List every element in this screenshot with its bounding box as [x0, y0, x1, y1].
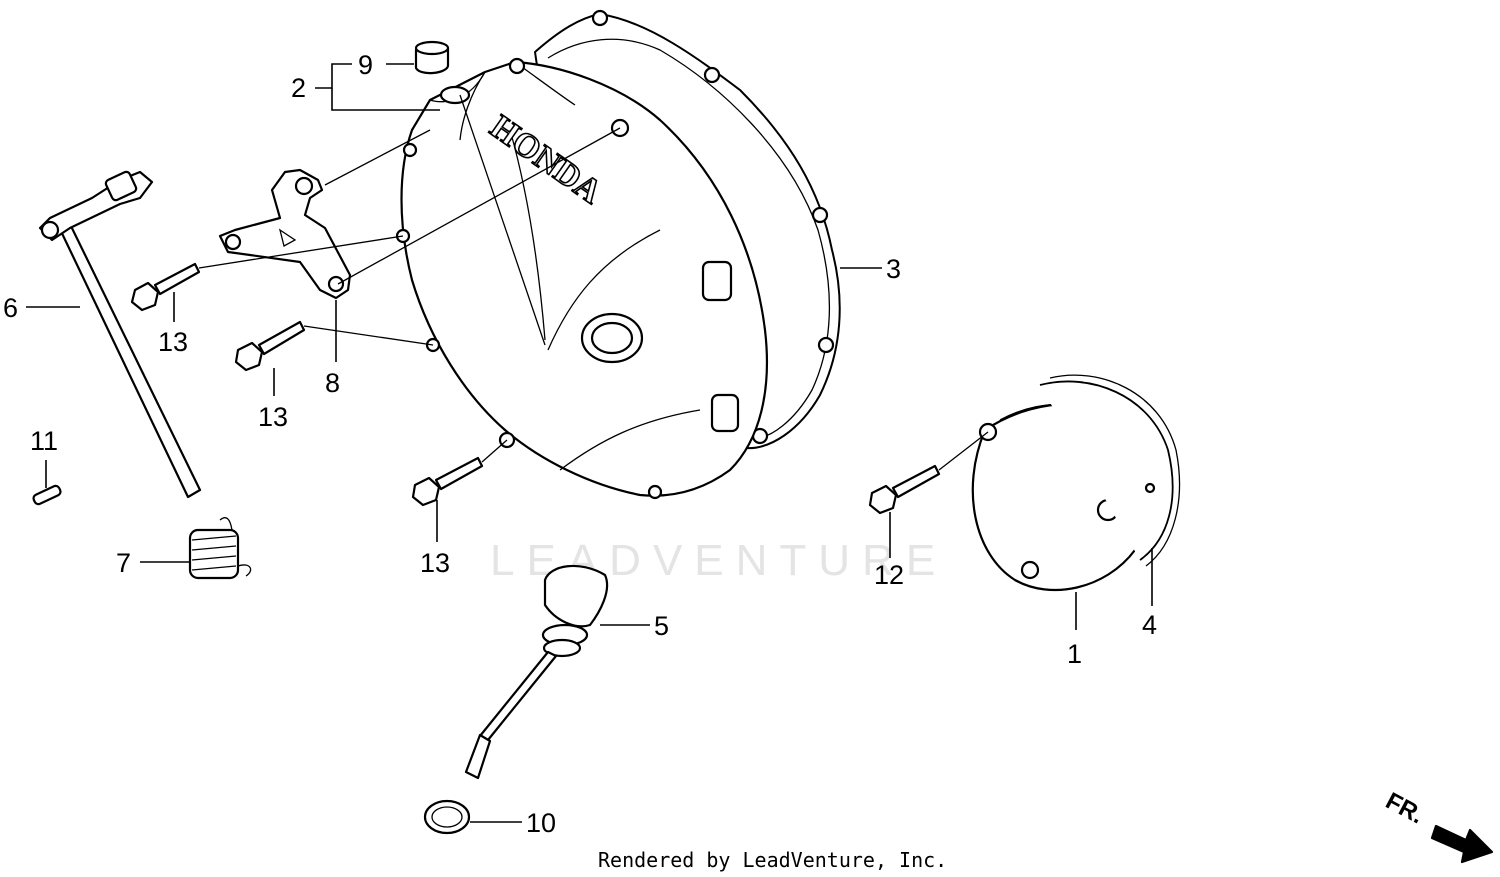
callout-4: 4 — [1142, 610, 1157, 640]
callout-12: 12 — [874, 560, 904, 590]
callout-10: 10 — [526, 808, 556, 838]
clutch-cover — [400, 60, 768, 497]
callout-13-c: 13 — [420, 548, 450, 578]
callout-3: 3 — [886, 254, 901, 284]
callout-7: 7 — [116, 548, 131, 578]
callout-13-b: 13 — [258, 402, 288, 432]
callout-8: 8 — [325, 368, 340, 398]
bolt-13-c — [411, 456, 484, 507]
callout-1: 1 — [1067, 639, 1082, 669]
arrow-icon — [1430, 824, 1494, 864]
callout-6: 6 — [3, 293, 18, 323]
callout-9: 9 — [358, 50, 373, 80]
oil-dipstick — [464, 564, 609, 780]
rendered-by-footer: Rendered by LeadVenture, Inc. — [598, 848, 947, 872]
return-spring — [188, 517, 252, 580]
pin — [32, 484, 62, 506]
bolt-12 — [868, 464, 941, 515]
callout-13-a: 13 — [158, 327, 188, 357]
callout-11: 11 — [30, 426, 58, 456]
shift-shaft — [56, 218, 202, 499]
cap-gasket — [1039, 374, 1181, 567]
bolt-13-a — [130, 262, 201, 312]
leader-lines — [26, 63, 1153, 823]
front-direction-indicator: FR. — [1381, 787, 1494, 864]
o-ring — [423, 799, 471, 835]
callout-2: 2 — [291, 73, 306, 103]
callout-5: 5 — [654, 611, 669, 641]
bolt-13-b — [234, 320, 306, 372]
direction-label: FR. — [1381, 787, 1428, 829]
